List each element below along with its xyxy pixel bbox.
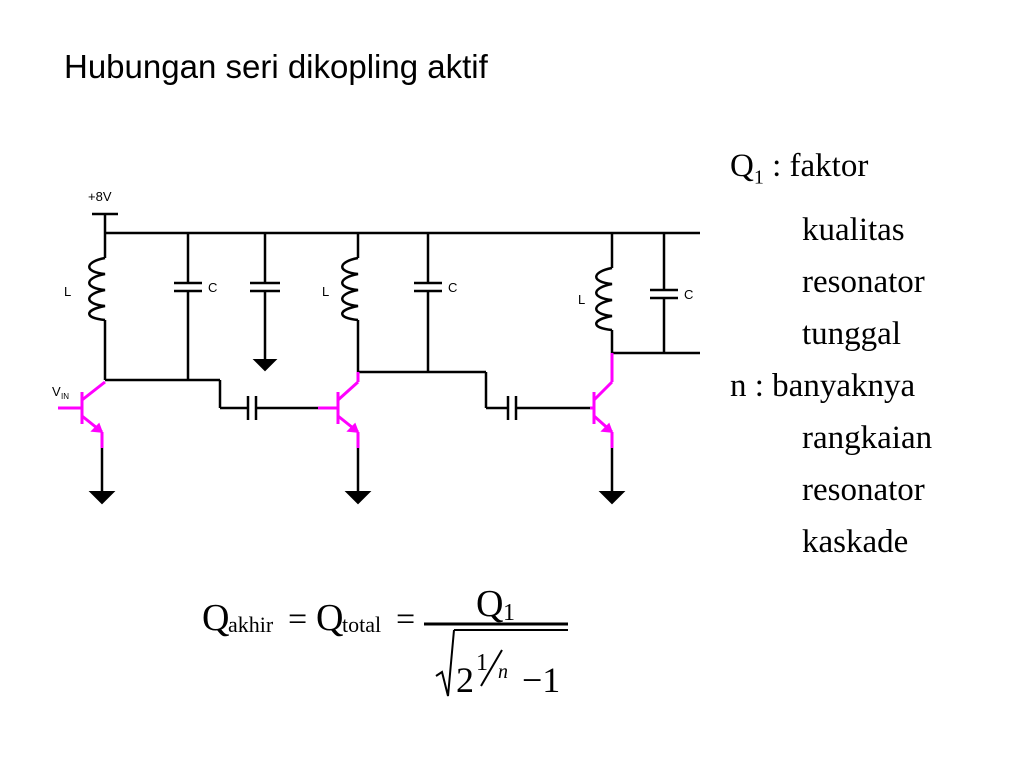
n-line-3: resonator xyxy=(802,471,925,508)
q1-line-3: resonator xyxy=(802,263,925,300)
q-total-formula: Q akhir = Q total = Q 1 2 1 n −1 xyxy=(202,590,568,700)
formula-lines xyxy=(424,622,568,697)
slide-title: Hubungan seri dikopling aktif xyxy=(64,48,488,85)
formula-akhir-sub: akhir xyxy=(228,612,274,637)
exponent-slash xyxy=(480,649,503,687)
q1-separator: : xyxy=(763,148,790,184)
ground-icon xyxy=(252,359,278,372)
q1-definition-head: Q1 : faktor xyxy=(730,140,932,204)
formula-q: Q xyxy=(202,597,229,639)
n-line-2: rangkaian xyxy=(802,419,933,456)
circuit-labels: +8V V IN L C L C L C xyxy=(52,189,693,401)
ground-icon xyxy=(598,491,626,505)
n-line-4: kaskade xyxy=(802,523,909,560)
formula-base: 2 xyxy=(456,660,474,700)
n-separator: : xyxy=(746,367,773,404)
capacitor-label-1: C xyxy=(208,280,217,295)
formula-q2: Q xyxy=(316,597,343,639)
formula-numerator-sub: 1 xyxy=(503,600,515,626)
transistor-q3 xyxy=(590,353,614,448)
ground-symbols xyxy=(88,359,626,505)
transistor-q2 xyxy=(318,372,360,448)
q1-line-2: kualitas xyxy=(802,211,905,248)
definitions: Q1 : faktor kualitas resonator tunggal n… xyxy=(730,140,932,568)
ground-icon xyxy=(344,491,372,505)
q1-line-1: faktor xyxy=(789,148,869,184)
supply-label: +8V xyxy=(88,189,112,204)
vin-label-sub: IN xyxy=(61,392,69,401)
formula-eq2: = xyxy=(396,601,415,638)
q1-line-4: tunggal xyxy=(802,315,901,352)
inductor-label-1: L xyxy=(64,284,71,299)
formula-numerator: Q xyxy=(476,590,503,625)
n-symbol: n xyxy=(730,367,747,404)
formula-exp-den: n xyxy=(498,661,508,683)
inductor-label-2: L xyxy=(322,284,329,299)
formula-exp-num: 1 xyxy=(476,650,488,676)
radical-icon xyxy=(435,629,455,697)
n-line-1: banyaknya xyxy=(772,367,916,404)
circuit-wires xyxy=(88,212,700,492)
formula-eq1: = xyxy=(288,601,307,638)
inductor-label-3: L xyxy=(578,292,585,307)
vin-label-main: V xyxy=(52,384,61,399)
transistors xyxy=(58,353,614,448)
capacitor-label-3: C xyxy=(684,287,693,302)
transistor-q1 xyxy=(58,380,106,448)
q1-subscript: 1 xyxy=(753,166,764,189)
ground-icon xyxy=(88,491,116,505)
formula-minus-one: −1 xyxy=(522,660,560,700)
n-definition-head: n : banyaknya xyxy=(730,360,932,412)
capacitor-label-2: C xyxy=(448,280,457,295)
formula-total-sub: total xyxy=(342,612,381,637)
q1-symbol: Q xyxy=(730,148,754,184)
